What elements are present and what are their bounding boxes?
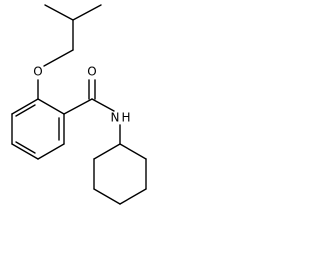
cyclo-bond-6 <box>93 143 121 160</box>
benzene-ring <box>11 98 65 160</box>
ring-bond-1 <box>37 98 65 115</box>
atom-label-amide-nitrogen: N <box>111 111 120 125</box>
atom-label-amide-hydrogen: H <box>121 111 130 125</box>
cyclo-bond-1 <box>119 143 147 160</box>
cyclo-bond-4 <box>93 188 121 205</box>
bond-ch2-o <box>43 49 74 67</box>
cyclohexane-ring <box>93 143 147 205</box>
ring-bond-6 <box>11 98 39 115</box>
bond-aryl-carbonyl <box>63 98 93 115</box>
ring-double-bond-b <box>15 141 36 154</box>
atom-label-carbonyl-oxygen: O <box>87 65 96 79</box>
bond-methyl-right <box>72 4 102 21</box>
bond-carbonyl-n <box>91 98 115 112</box>
isobutyl-group <box>43 4 102 67</box>
ring-bond-4 <box>11 143 39 160</box>
bond-methyl-left <box>44 4 74 21</box>
cyclo-bond-3 <box>119 188 147 205</box>
chemical-structure: O O N H <box>11 4 147 205</box>
ring-double-bond-c <box>15 104 36 117</box>
ring-bond-3 <box>37 143 65 160</box>
atom-label-ether-oxygen: O <box>33 65 42 79</box>
amide-group <box>63 79 121 145</box>
